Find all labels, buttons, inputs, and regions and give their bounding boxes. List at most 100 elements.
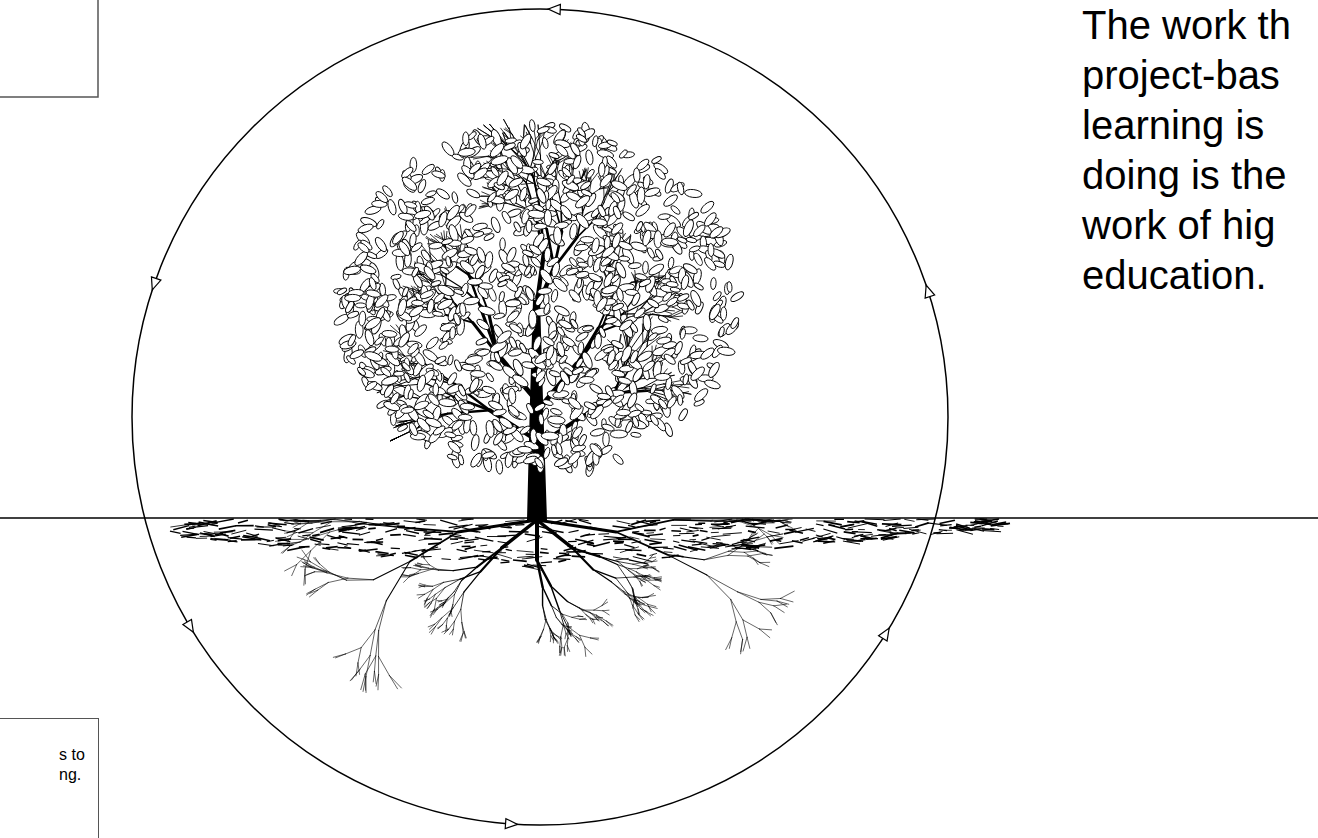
tree-root [515, 524, 524, 526]
tree-root [517, 522, 529, 524]
tree-root [628, 570, 636, 576]
tree-root [433, 569, 453, 571]
tree-root [198, 523, 215, 525]
tree-root [917, 519, 928, 520]
tree-root [871, 534, 886, 536]
tree-root [707, 575, 731, 599]
tree-root [418, 563, 422, 564]
tree-root [690, 549, 699, 552]
tree-root [386, 523, 400, 525]
tree-root [543, 587, 552, 606]
tree-root [496, 551, 502, 552]
tree-root [646, 532, 654, 534]
tree-root [662, 556, 670, 558]
tree-root [916, 518, 935, 520]
tree-root [584, 647, 586, 656]
tree-root [729, 638, 731, 648]
tree-root [883, 519, 900, 521]
tree-root [709, 526, 720, 528]
tree-root [451, 605, 453, 611]
tree-root [575, 638, 578, 642]
tree-root [598, 533, 609, 534]
tree-root [454, 580, 461, 591]
tree-root [461, 518, 473, 519]
tree-root [361, 630, 375, 648]
tree-root [433, 582, 444, 586]
tree-root [307, 589, 315, 593]
tree-root [968, 528, 976, 530]
tree-root [465, 539, 479, 541]
tree-root [785, 521, 791, 522]
tree-root [561, 624, 564, 637]
tree-root [909, 529, 926, 534]
tree-root [617, 565, 629, 569]
tree-root [537, 560, 551, 586]
tree-root [339, 536, 348, 538]
tree-root [464, 632, 465, 638]
tree-root [816, 535, 823, 537]
tree-root [527, 537, 543, 542]
tree-root [422, 547, 438, 552]
tree-root [380, 524, 399, 525]
tree-root [246, 533, 257, 536]
tree-root [575, 539, 587, 541]
tree-root [679, 533, 694, 534]
tree-root [761, 519, 770, 520]
tree-root [286, 529, 298, 533]
tree-branch [523, 125, 525, 136]
tree-root [559, 646, 560, 652]
tree-root [652, 559, 656, 562]
tree-root [577, 637, 581, 640]
tree-root [365, 674, 366, 690]
tree-root [438, 625, 442, 629]
tree-root [638, 609, 640, 614]
tree-root [746, 519, 752, 521]
tree-root [184, 523, 200, 526]
tree-root [669, 555, 679, 557]
tree-root [550, 636, 552, 642]
tree-root [326, 547, 338, 548]
tree-root [444, 599, 448, 604]
tree-root [607, 621, 613, 625]
tree-root [453, 621, 454, 629]
tree-root [654, 586, 660, 590]
tree-root [583, 610, 597, 615]
tree-root [375, 601, 386, 630]
tree-root [933, 532, 940, 534]
tree-root [506, 549, 512, 550]
tree-root [648, 534, 663, 536]
tree-root [566, 551, 585, 553]
tree-leaf [647, 262, 665, 277]
tree-root [358, 663, 360, 674]
tree-root [775, 519, 792, 521]
tree-root [551, 520, 562, 523]
tree-branch [504, 119, 509, 128]
tree-root [513, 560, 527, 561]
tree-root [644, 565, 649, 566]
tree-root [231, 530, 246, 534]
tree-root [440, 604, 444, 607]
tree-root [318, 583, 328, 591]
tree-root [444, 579, 461, 582]
tree-root [423, 524, 435, 526]
tree-branch [581, 170, 585, 179]
tree-root [500, 561, 509, 563]
tree-root [320, 528, 334, 532]
tree-root [939, 529, 947, 531]
tree-root [642, 575, 646, 577]
tree-root [895, 527, 904, 529]
tree-root [335, 519, 361, 524]
tree-root [562, 614, 572, 617]
tree-root [572, 617, 580, 619]
tree-root [379, 601, 387, 631]
tree-root [308, 520, 320, 521]
tree-root [635, 602, 638, 609]
tree-root [313, 558, 319, 564]
tree-root [315, 583, 328, 590]
tree-root [975, 518, 984, 520]
tree-root [613, 540, 624, 542]
tree-root [763, 554, 773, 556]
tree-root [405, 555, 417, 557]
tree-branch [391, 437, 399, 441]
tree-root [613, 526, 631, 528]
